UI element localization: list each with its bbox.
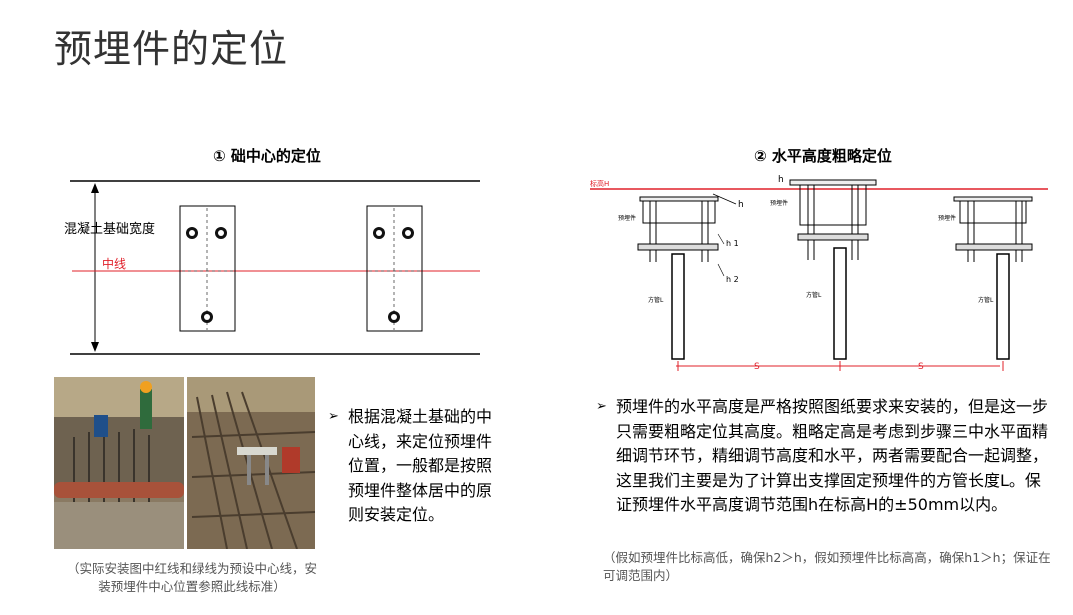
pipe-label-3: 方管L [978, 296, 994, 304]
right-section-title: ② 水平高度粗略定位 [754, 147, 892, 165]
foundation-width-label: 混凝土基础宽度 [64, 221, 155, 237]
h1-label: h 1 [726, 239, 739, 248]
bullet-arrow-icon: ➢ [596, 399, 607, 414]
right-caption: （假如预埋件比标高低，确保h2＞h，假如预埋件比标高高，确保h1＞h；保证在可调… [603, 550, 1051, 583]
right-bullet-text: 预埋件的水平高度是严格按照图纸要求来安装的，但是这一步只需要粗略定位其高度。粗略… [616, 397, 1049, 514]
page-title: 预埋件的定位 [54, 27, 289, 71]
left-bullet: ➢ 根据混凝土基础的中心线，来定位预埋件位置，一般都是按照预埋件整体居中的原则安… [328, 405, 493, 528]
right-bullet: ➢ 预埋件的水平高度是严格按照图纸要求来安装的，但是这一步只需要粗略定位其高度。… [596, 395, 1051, 518]
site-photo-2 [187, 377, 315, 549]
embed-label-2: 预埋件 [770, 199, 788, 207]
centerline-label: 中线 [102, 256, 126, 271]
embed-label-3: 预埋件 [938, 214, 956, 222]
bullet-arrow-icon: ➢ [328, 409, 339, 424]
elevation-diagram: 标高H h 预埋件 h 1 h 2 方管L h 预埋件 方管L 预埋件 方管L [590, 175, 1048, 372]
h2-label: h 2 [726, 275, 739, 284]
elevation-label: 标高H [590, 179, 609, 188]
left-section-title: ① 础中心的定位 [213, 147, 321, 165]
spacing-label-2: S [918, 362, 924, 372]
left-caption: （实际安装图中红线和绿线为预设中心线，安装预埋件中心位置参照此线标准） [66, 561, 317, 594]
embed-label-1: 预埋件 [618, 214, 636, 222]
h-label-middle: h [778, 175, 784, 185]
pipe-label-2: 方管L [806, 291, 822, 299]
foundation-center-diagram: 混凝土基础宽度 中线 [64, 180, 480, 355]
spacing-label-1: S [754, 362, 760, 372]
site-photo-1 [54, 377, 184, 549]
h-label-left: h [738, 200, 744, 210]
pipe-label-1: 方管L [648, 296, 664, 304]
left-bullet-text: 根据混凝土基础的中心线，来定位预埋件位置，一般都是按照预埋件整体居中的原则安装定… [348, 407, 493, 524]
